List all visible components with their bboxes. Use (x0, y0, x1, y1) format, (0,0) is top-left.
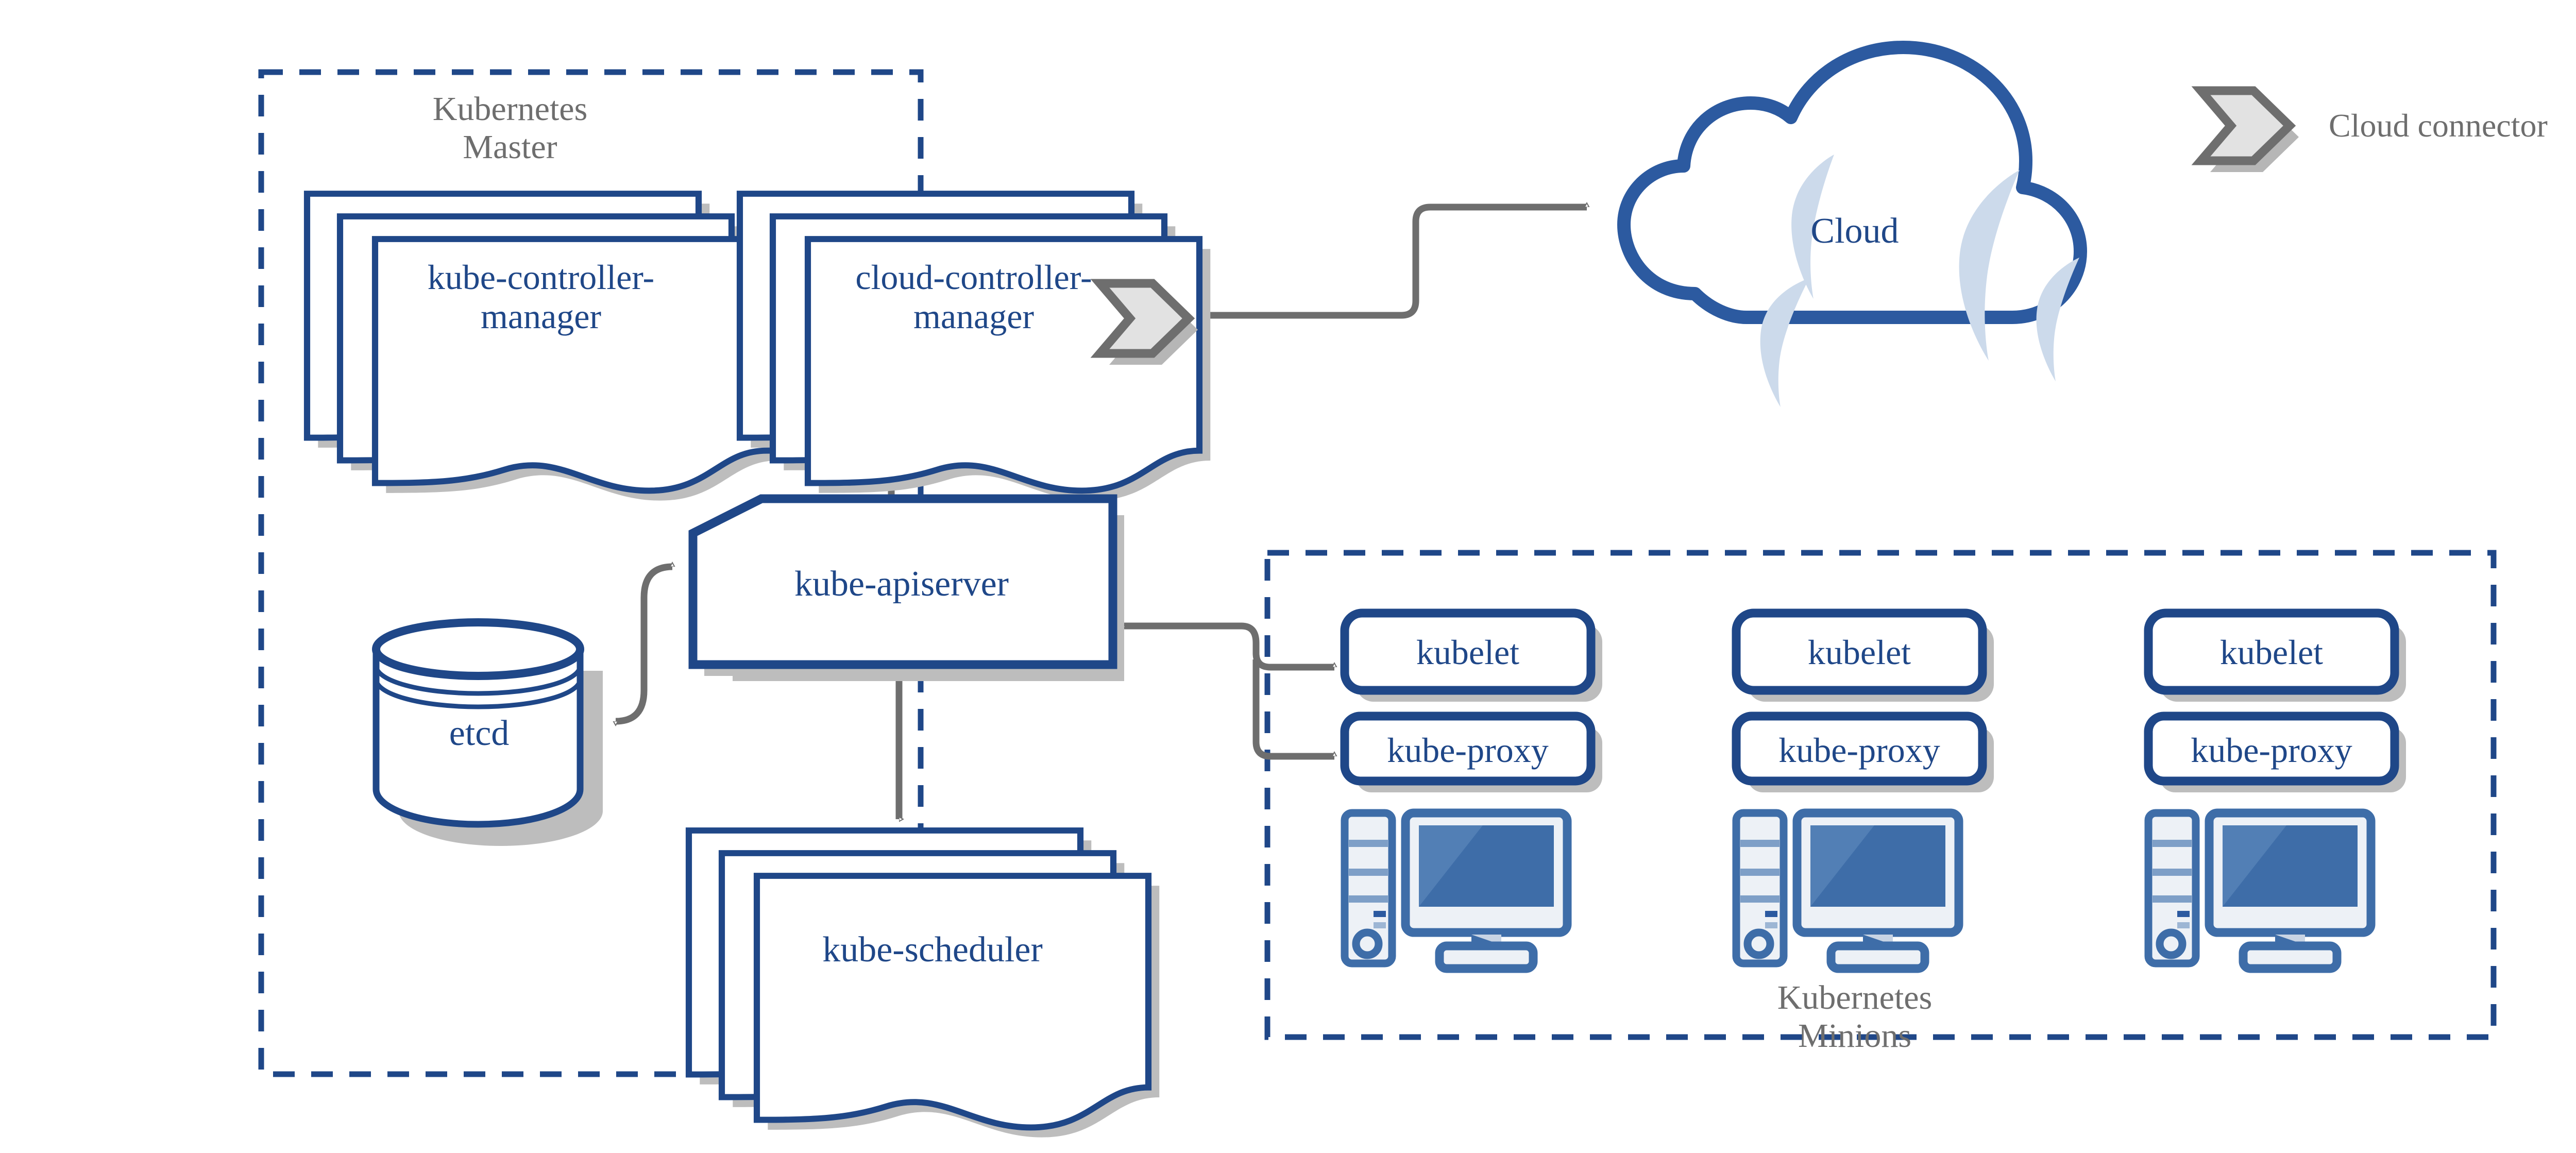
kube-controller-manager-shape (307, 194, 778, 501)
legend-chevron-icon (2191, 86, 2299, 172)
connector-apiserver-etcd (613, 562, 675, 726)
kube-proxy-box-1 (1340, 711, 1596, 786)
minions-group-label: Kubernetes Minions (1674, 979, 2035, 1055)
minions-group-label-line1: Kubernetes (1777, 979, 1933, 1016)
kube-controller-manager-label-line1: kube-controller- (427, 258, 655, 297)
master-group-label-line2: Master (463, 128, 557, 166)
computer-icon-3 (2144, 808, 2376, 973)
legend-label: Cloud connector (2329, 107, 2548, 144)
connector-ccm-to-cloud (1190, 202, 1590, 319)
computer-icon-1 (1341, 808, 1572, 973)
cloud-controller-manager-label: cloud-controller- manager (809, 258, 1139, 336)
kubelet-box-3 (2144, 608, 2399, 695)
cloud-shape (1617, 41, 2087, 407)
cloud-highlight-1 (1791, 155, 1834, 299)
cloud-highlight-4 (2036, 258, 2079, 381)
kube-proxy-box-3 (2144, 711, 2399, 786)
kubelet-box-1 (1340, 608, 1596, 695)
etcd-shape (372, 618, 603, 846)
kubelet-label-3: kubelet (2219, 633, 2324, 672)
kube-proxy-label-1: kube-proxy (1387, 731, 1549, 770)
cloud-highlight-2 (1760, 278, 1809, 407)
master-group-label: Kubernetes Master (330, 90, 690, 166)
kube-proxy-label-3: kube-proxy (2191, 731, 2352, 770)
minion-boxes (1340, 608, 2406, 792)
kube-scheduler-shape (689, 830, 1160, 1138)
kubelet-label-1: kubelet (1416, 633, 1520, 672)
kubelet-label-2: kubelet (1807, 633, 1911, 672)
cloud-connector-icon (1090, 279, 1198, 365)
computer-icon-2 (1732, 808, 1963, 973)
cloud-controller-manager-label-line2: manager (913, 297, 1035, 336)
kube-controller-manager-label: kube-controller- manager (381, 258, 701, 336)
cloud-label: Cloud (1810, 211, 1899, 251)
etcd-label: etcd (449, 714, 510, 753)
minions-group-border (1264, 550, 2497, 1040)
cloud-controller-manager-label-line1: cloud-controller- (855, 258, 1092, 297)
kube-proxy-box-2 (1732, 711, 1987, 786)
minions-group-label-line2: Minions (1798, 1016, 1912, 1055)
kube-apiserver-label: kube-apiserver (794, 564, 1009, 604)
kube-proxy-label-2: kube-proxy (1778, 731, 1940, 770)
master-group-label-line1: Kubernetes (432, 90, 588, 128)
kube-controller-manager-label-line2: manager (480, 297, 602, 336)
kube-scheduler-label: kube-scheduler (822, 930, 1043, 970)
connector-apiserver-to-kubeproxy (1252, 659, 1337, 760)
cloud-highlight-3 (1959, 170, 2020, 361)
kube-apiserver-outline (688, 494, 1117, 669)
connector-apiserver-to-kubelet (1120, 622, 1337, 671)
computer-icons (1341, 808, 2376, 973)
kubelet-box-2 (1732, 608, 1987, 695)
